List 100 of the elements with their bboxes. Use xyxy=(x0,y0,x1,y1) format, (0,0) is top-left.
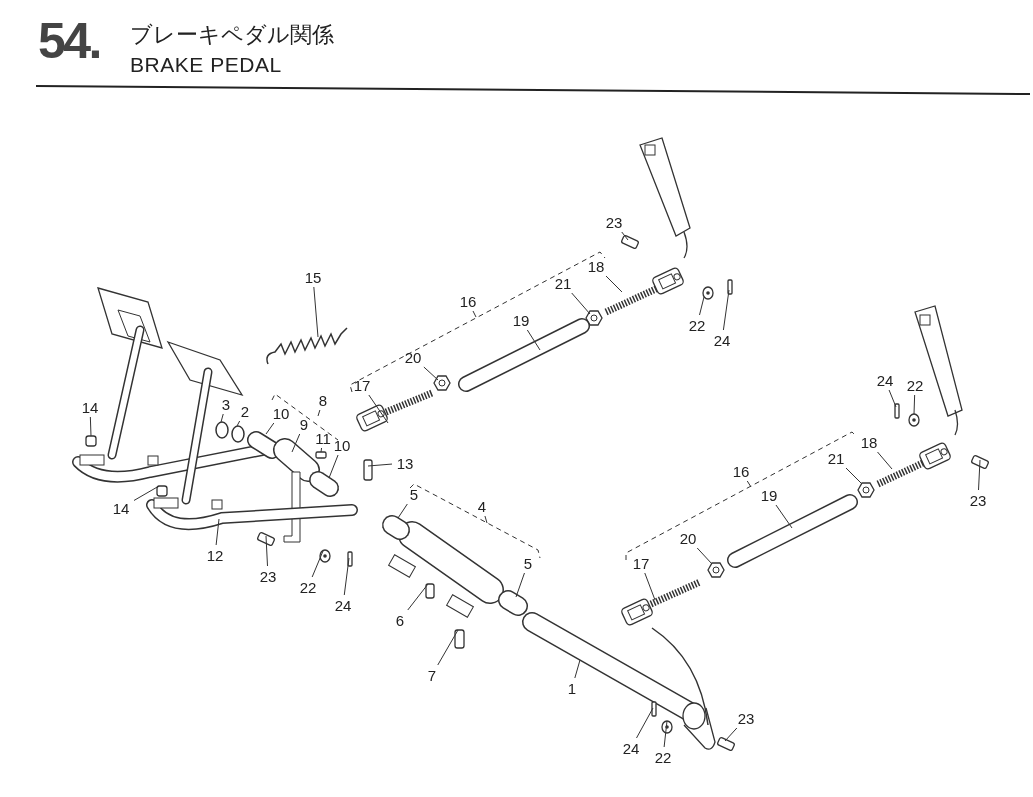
threaded-clevis xyxy=(876,441,953,488)
leader-line xyxy=(696,547,713,565)
threaded-clevis xyxy=(619,578,702,627)
cotter-pin xyxy=(347,551,353,567)
subtitle: BRAKE PEDAL xyxy=(130,54,282,75)
leader-line xyxy=(472,310,477,318)
cotter-pin xyxy=(727,279,733,295)
spring-pin xyxy=(363,459,373,481)
callout-number: 24 xyxy=(618,738,644,758)
leader-line xyxy=(437,629,459,666)
callout-number: 24 xyxy=(330,595,356,615)
leader-line xyxy=(328,454,339,479)
leader-line xyxy=(407,583,429,611)
callout-number: 23 xyxy=(965,490,991,510)
clevis-pin xyxy=(620,234,640,250)
leader-line xyxy=(265,422,275,435)
leader-line xyxy=(605,275,623,293)
callout-number: 23 xyxy=(601,212,627,232)
callout-number: 20 xyxy=(675,528,701,548)
leader-line xyxy=(367,463,393,467)
leader-line xyxy=(621,231,629,241)
bushing xyxy=(498,590,528,616)
page-title: ブレーキペダル関係 xyxy=(130,24,334,46)
leader-line xyxy=(978,459,981,491)
leader-line xyxy=(220,413,224,423)
callout-number: 22 xyxy=(295,577,321,597)
leader-line xyxy=(877,451,893,470)
callout-number: 8 xyxy=(310,390,336,410)
leader-line xyxy=(236,420,241,427)
callout-number: 16 xyxy=(728,461,754,481)
leader-line xyxy=(89,416,92,437)
leader-line xyxy=(724,727,738,742)
leader-line xyxy=(317,409,321,417)
leader-line xyxy=(368,394,389,424)
callout-number: 20 xyxy=(400,347,426,367)
leader-line xyxy=(265,535,268,567)
leader-line xyxy=(343,557,350,596)
clevis-pin xyxy=(716,736,736,752)
callout-number: 5 xyxy=(401,484,427,504)
callout-number: 14 xyxy=(77,397,103,417)
hex-nut xyxy=(857,482,875,498)
callout-number: 22 xyxy=(902,375,928,395)
leader-line xyxy=(526,329,541,351)
washer xyxy=(702,286,714,300)
callout-number: 10 xyxy=(268,403,294,423)
clevis-pin xyxy=(970,454,990,470)
leader-line xyxy=(644,572,656,601)
callout-number: 14 xyxy=(108,498,134,518)
leader-line xyxy=(722,289,730,331)
cotter-pin xyxy=(894,403,900,419)
washer xyxy=(319,549,331,563)
leader-line xyxy=(746,480,752,488)
knob xyxy=(85,435,97,447)
threaded-clevis xyxy=(604,266,686,316)
hex-nut xyxy=(433,375,451,391)
grease-nipple xyxy=(425,583,435,599)
bolt xyxy=(454,629,465,649)
leader-line xyxy=(574,659,581,679)
leader-line xyxy=(313,286,319,338)
washer xyxy=(908,413,920,427)
leader-line xyxy=(397,503,408,519)
leader-line xyxy=(663,720,668,748)
leader-line xyxy=(215,518,220,546)
callout-number: 21 xyxy=(823,448,849,468)
callout-number: 17 xyxy=(628,553,654,573)
callout-number: 19 xyxy=(756,485,782,505)
leader-line xyxy=(291,433,301,453)
callout-number: 4 xyxy=(469,496,495,516)
callout-number: 24 xyxy=(872,370,898,390)
turnbuckle-rod xyxy=(458,318,590,392)
callout-number: 16 xyxy=(455,291,481,311)
leader-line xyxy=(320,447,323,453)
leader-line xyxy=(775,504,793,529)
bushing xyxy=(382,515,410,540)
callout-number: 24 xyxy=(709,330,735,350)
callout-number: 19 xyxy=(508,310,534,330)
tension-spring xyxy=(266,327,348,365)
callout-number: 23 xyxy=(733,708,759,728)
leader-line xyxy=(484,515,488,524)
clevis-pin xyxy=(256,531,276,547)
hex-nut xyxy=(707,562,725,578)
leader-line xyxy=(699,296,705,316)
leader-line xyxy=(888,389,897,408)
callout-number: 23 xyxy=(255,566,281,586)
section-number: 54. xyxy=(38,16,100,66)
leader-line xyxy=(571,292,591,315)
callout-number: 5 xyxy=(515,553,541,573)
callout-number: 18 xyxy=(856,432,882,452)
callout-number: 22 xyxy=(650,747,676,767)
threaded-clevis xyxy=(354,389,434,433)
hex-nut xyxy=(585,310,603,326)
leader-line xyxy=(636,707,654,739)
leader-line xyxy=(423,366,439,381)
callout-number: 6 xyxy=(387,610,413,630)
callout-number: 15 xyxy=(300,267,326,287)
callout-number: 13 xyxy=(392,453,418,473)
callout-number: 21 xyxy=(550,273,576,293)
callout-number: 12 xyxy=(202,545,228,565)
callout-number: 18 xyxy=(583,256,609,276)
leader-line xyxy=(311,550,324,578)
